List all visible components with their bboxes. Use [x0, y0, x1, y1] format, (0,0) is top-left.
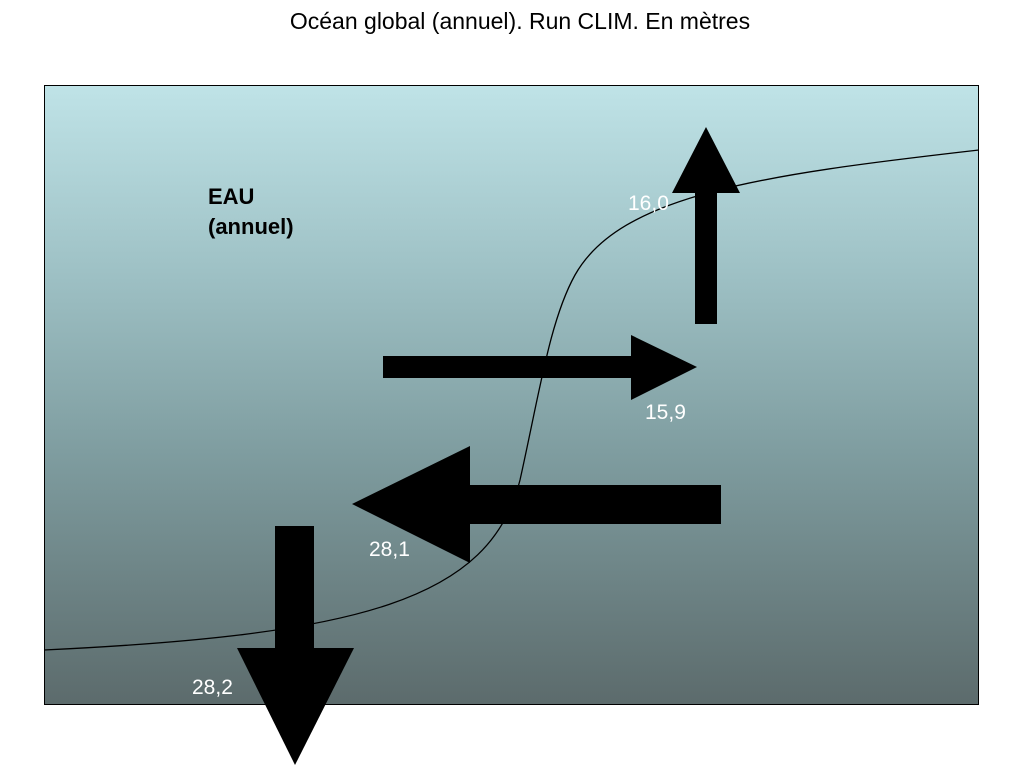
arrow-up — [672, 127, 740, 324]
flow-label-right: 15,9 — [645, 401, 686, 424]
page-title: Océan global (annuel). Run CLIM. En mètr… — [289, 8, 751, 34]
water-heading-line2: (annuel) — [208, 214, 294, 239]
separation-curve — [43, 149, 980, 651]
flow-label-down: 28,2 — [192, 676, 233, 699]
ocean-panel — [44, 85, 979, 705]
arrow-right — [383, 335, 697, 400]
arrow-down — [237, 526, 354, 765]
flow-label-up: 16,0 — [628, 192, 669, 215]
arrow-left — [352, 446, 721, 563]
flow-label-left: 28,1 — [369, 538, 410, 561]
water-heading: EAU (annuel) — [208, 182, 294, 242]
water-heading-line1: EAU — [208, 184, 255, 209]
